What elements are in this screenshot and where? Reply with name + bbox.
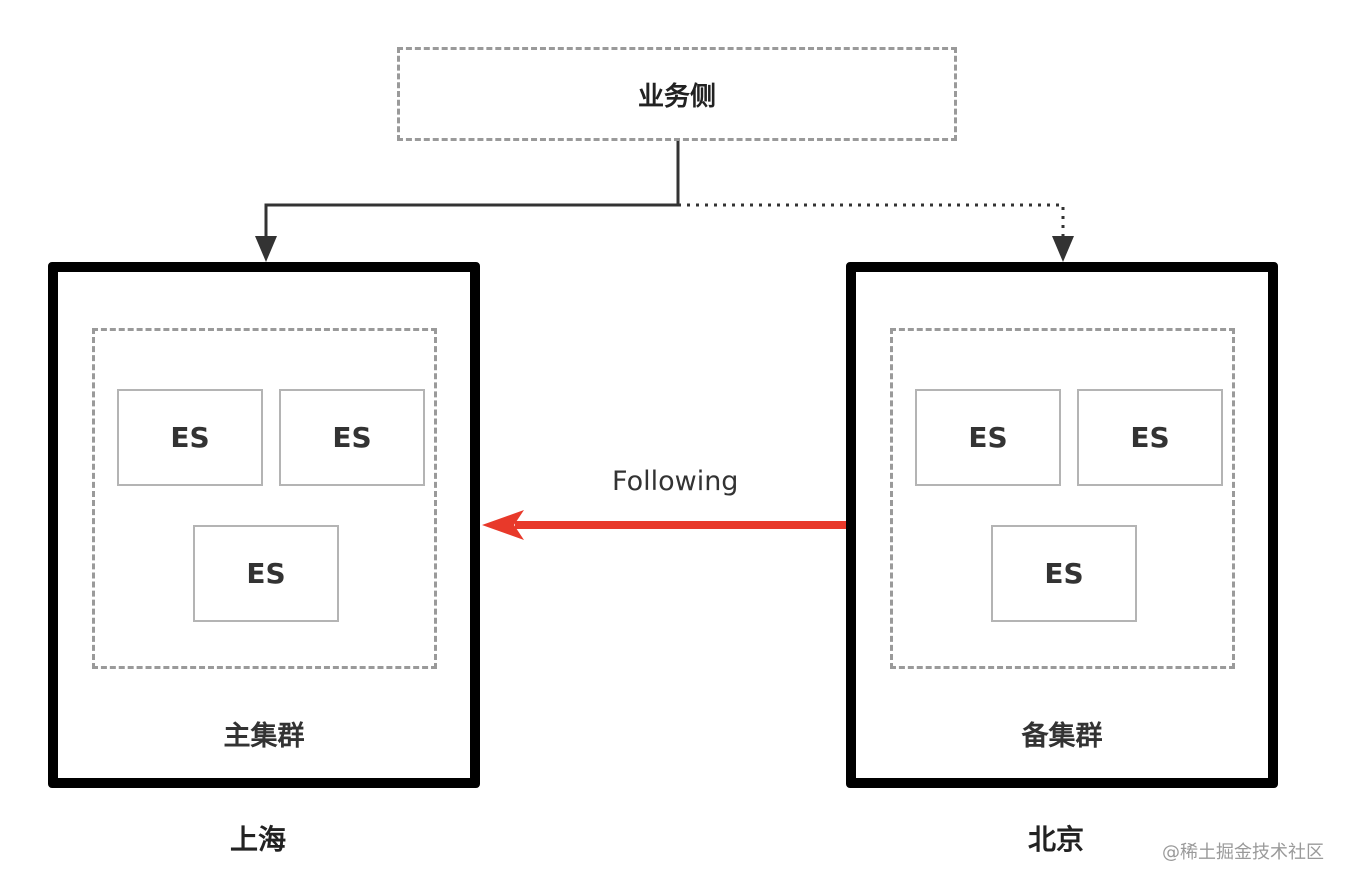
es-node: ES xyxy=(193,525,339,622)
client-to-primary-arrowhead xyxy=(255,236,277,262)
city-label-shanghai: 上海 xyxy=(230,823,287,856)
es-node-label: ES xyxy=(170,421,210,454)
following-label: Following xyxy=(612,466,739,497)
client-to-standby-line xyxy=(678,203,1065,238)
standby-cluster: ES ES ES 备集群 xyxy=(846,262,1278,788)
primary-cluster-label: 主集群 xyxy=(223,721,305,752)
client-side-box: 业务侧 xyxy=(397,47,957,141)
es-node: ES xyxy=(117,389,263,486)
client-to-primary-line xyxy=(264,141,680,238)
following-arrowhead xyxy=(482,510,524,540)
es-node: ES xyxy=(991,525,1137,622)
es-node: ES xyxy=(915,389,1061,486)
primary-node-group: ES ES ES xyxy=(92,328,437,669)
es-node-label: ES xyxy=(246,557,286,590)
standby-cluster-label: 备集群 xyxy=(1021,721,1103,752)
es-node-label: ES xyxy=(332,421,372,454)
client-side-label: 业务侧 xyxy=(637,81,716,112)
es-node: ES xyxy=(279,389,425,486)
es-node: ES xyxy=(1077,389,1223,486)
primary-cluster: ES ES ES 主集群 xyxy=(48,262,480,788)
es-node-label: ES xyxy=(968,421,1008,454)
es-node-label: ES xyxy=(1044,557,1084,590)
standby-node-group: ES ES ES xyxy=(890,328,1235,669)
watermark: @稀土掘金技术社区 xyxy=(1162,842,1324,863)
es-node-label: ES xyxy=(1130,421,1170,454)
client-to-standby-arrowhead xyxy=(1052,236,1074,262)
city-label-beijing: 北京 xyxy=(1028,823,1085,856)
